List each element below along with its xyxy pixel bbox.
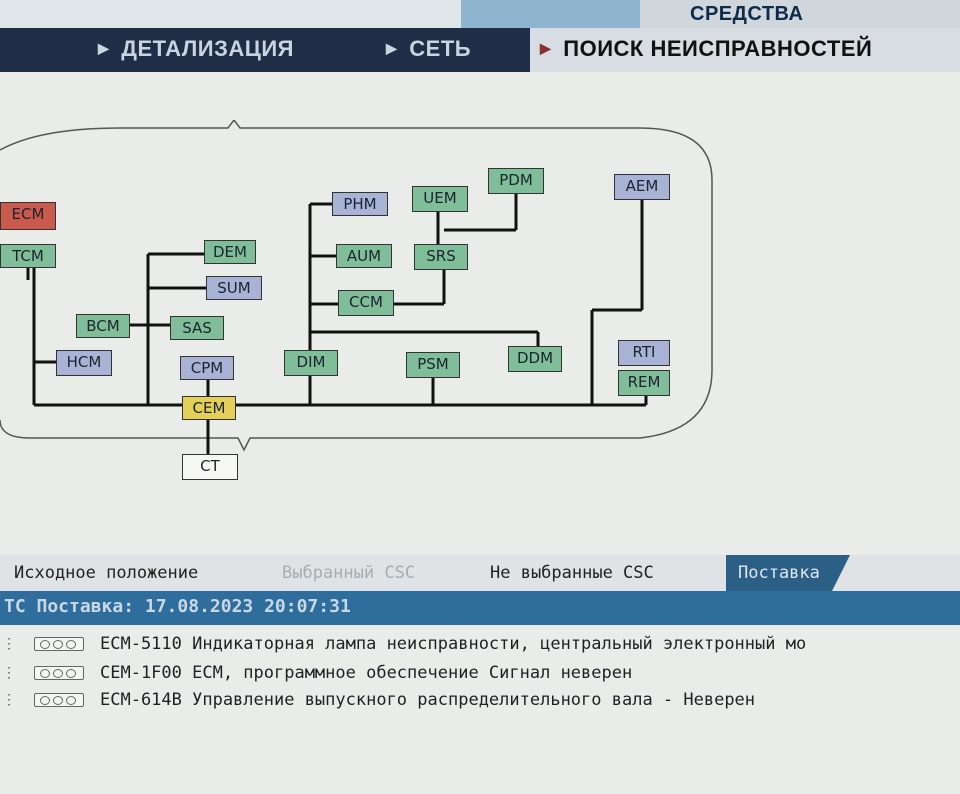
nav-item-network[interactable]: ▶ СЕТЬ: [386, 36, 471, 62]
fault-status-icon: [34, 693, 84, 707]
row-marker-icon: ⋮: [2, 665, 16, 681]
tools-title[interactable]: СРЕДСТВА: [690, 3, 804, 25]
module-bcm[interactable]: BCM: [76, 314, 130, 338]
module-sas[interactable]: SAS: [170, 316, 224, 340]
top-bar: СРЕДСТВА: [0, 0, 960, 28]
network-lines: [0, 120, 713, 454]
module-srs[interactable]: SRS: [414, 244, 468, 270]
module-sum[interactable]: SUM: [206, 276, 262, 300]
fault-row[interactable]: ⋮ ECM-5110 Индикаторная лампа неисправно…: [0, 632, 960, 658]
chevron-right-icon: ▶: [98, 40, 110, 56]
network-diagram: ECM TCM DEM SUM BCM SAS HCM CPM CEM CT P…: [0, 120, 960, 500]
module-dim[interactable]: DIM: [284, 350, 338, 376]
fault-row[interactable]: ⋮ ECM-614B Управление выпускного распред…: [0, 688, 960, 714]
nav-item-details[interactable]: ▶ ДЕТАЛИЗАЦИЯ: [98, 36, 294, 62]
module-hcm[interactable]: HCM: [56, 350, 112, 376]
tab-unselected-csc[interactable]: Не выбранные CSC: [490, 563, 654, 583]
row-marker-icon: ⋮: [2, 636, 16, 652]
nav-item-label: СЕТЬ: [409, 36, 472, 61]
status-text: ТС Поставка: 17.08.2023 20:07:31: [4, 596, 351, 617]
module-tcm[interactable]: TCM: [0, 244, 56, 268]
vehicle-outline: [0, 120, 713, 452]
tab-selected-csc[interactable]: Выбранный CSC: [282, 563, 416, 583]
nav-item-troubleshooting[interactable]: ▶ ПОИСК НЕИСПРАВНОСТЕЙ: [540, 36, 872, 62]
nav-item-label: ПОИСК НЕИСПРАВНОСТЕЙ: [563, 36, 873, 61]
status-bar: ТС Поставка: 17.08.2023 20:07:31: [0, 591, 960, 625]
fault-text: ECM-5110 Индикаторная лампа неисправност…: [100, 634, 807, 654]
nav-bar: ▶ ДЕТАЛИЗАЦИЯ ▶ СЕТЬ ▶ ПОИСК НЕИСПРАВНОСТЕЙ: [0, 28, 960, 72]
tab-initial-position[interactable]: Исходное положение: [14, 563, 199, 583]
module-ccm[interactable]: CCM: [338, 290, 394, 316]
fault-row[interactable]: ⋮ CEM-1F00 ECM, программное обеспечение …: [0, 661, 960, 687]
nav-item-label: ДЕТАЛИЗАЦИЯ: [121, 36, 294, 61]
module-cpm[interactable]: CPM: [180, 356, 234, 380]
chevron-right-icon: ▶: [540, 40, 552, 56]
module-psm[interactable]: PSM: [406, 352, 460, 378]
top-bar-right: [640, 0, 960, 28]
module-aum[interactable]: AUM: [336, 244, 392, 268]
module-rti[interactable]: RTI: [618, 340, 670, 366]
top-bar-blocks: [0, 0, 640, 28]
module-ddm[interactable]: DDM: [508, 346, 562, 372]
module-rem[interactable]: REM: [618, 370, 670, 396]
nav-bar-dark-section: [0, 28, 530, 72]
module-phm[interactable]: PHM: [332, 192, 388, 216]
fault-status-icon: [34, 637, 84, 651]
fault-status-icon: [34, 666, 84, 680]
module-ecm[interactable]: ECM: [0, 202, 56, 230]
module-pdm[interactable]: PDM: [488, 168, 544, 194]
fault-text: ECM-614B Управление выпускного распредел…: [100, 690, 756, 710]
module-aem[interactable]: AEM: [614, 174, 670, 200]
module-dem[interactable]: DEM: [204, 240, 256, 264]
chevron-right-icon: ▶: [386, 40, 398, 56]
module-ct[interactable]: CT: [182, 454, 238, 480]
tab-bar: Исходное положение Выбранный CSC Не выбр…: [0, 555, 960, 591]
module-cem[interactable]: CEM: [182, 396, 236, 420]
tab-delivery[interactable]: Поставка: [726, 555, 850, 591]
row-marker-icon: ⋮: [2, 692, 16, 708]
module-uem[interactable]: UEM: [412, 186, 468, 212]
fault-text: CEM-1F00 ECM, программное обеспечение Си…: [100, 663, 633, 683]
